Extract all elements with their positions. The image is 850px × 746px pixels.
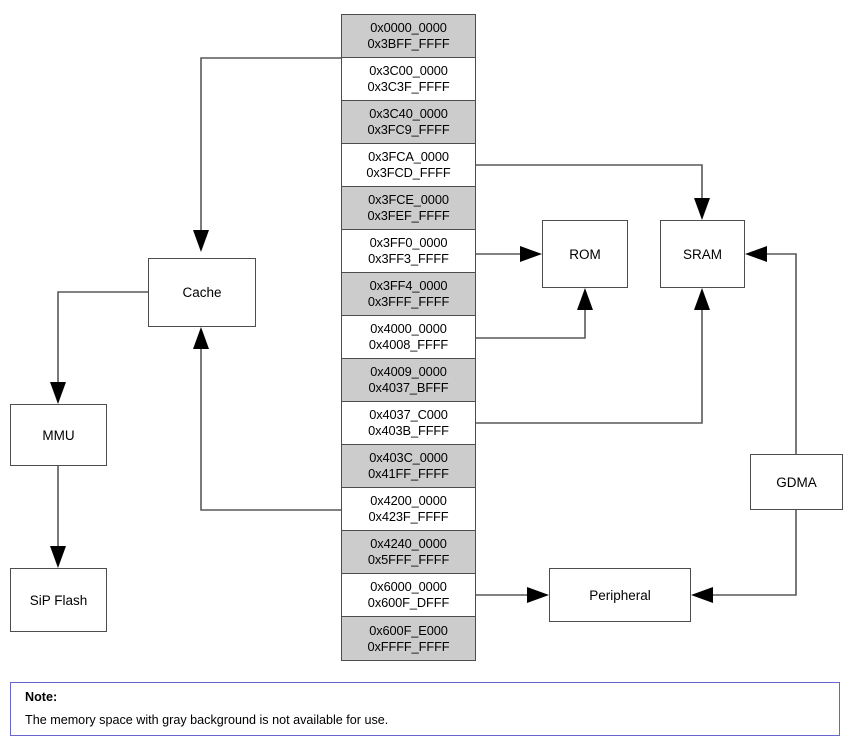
node-peripheral-label: Peripheral [589,587,651,603]
note-body: The memory space with gray background is… [25,713,389,727]
note-title: Note: [25,690,58,704]
node-sram[interactable]: SRAM [660,220,745,288]
wire-cache-to-mmu [50,291,148,404]
wire-mmu-to-sip-flash [50,466,66,568]
wire-gdma-to-peripheral [691,510,797,603]
node-sip-flash-label: SiP Flash [29,592,88,608]
memory-block-start: 0x4037_C000 [369,407,448,422]
memory-block-start: 0x3C00_0000 [369,63,448,78]
node-gdma-label: GDMA [776,474,817,490]
memory-block-start: 0x3C40_0000 [369,106,448,121]
memory-block-start: 0x4000_0000 [370,321,447,336]
wire-flash-region-to-cache [193,57,341,252]
memory-block-end: 0x3FCD_FFFF [366,165,451,180]
wire-psram-region-to-cache [193,327,341,511]
node-peripheral[interactable]: Peripheral [549,568,691,622]
memory-block-end: 0x600F_DFFF [367,595,450,610]
wire-peripheral-region-to-peripheral [476,587,549,603]
memory-block-end: 0x3FFF_FFFF [367,294,450,309]
node-cache-label: Cache [182,285,222,300]
node-mmu[interactable]: MMU [10,404,107,466]
memory-block-end: 0xFFFF_FFFF [367,638,450,654]
wire-rom-bus-region-to-rom-bottom [476,288,593,339]
memory-block-start: 0x3FCE_0000 [368,192,449,207]
memory-block-start: 0x3FF0_0000 [369,235,448,250]
memory-block-start: 0x6000_0000 [370,579,447,594]
memory-block-end: 0x3FF3_FFFF [368,251,449,266]
node-rom[interactable]: ROM [542,220,628,288]
memory-block-end: 0x3BFF_FFFF [367,36,450,51]
memory-block-end: 0x4008_FFFF [368,337,449,352]
memory-block-end: 0x3FEF_FFFF [367,208,450,223]
node-gdma[interactable]: GDMA [750,454,843,510]
node-rom-label: ROM [569,246,601,262]
node-cache[interactable]: Cache [148,258,256,327]
wire-sram-bus-region-to-sram-bottom [476,288,710,424]
node-sip-flash[interactable]: SiP Flash [10,568,107,632]
memory-block-start: 0x4240_0000 [370,536,447,551]
wire-rom-region-to-rom-left [476,246,542,262]
node-sram-label: SRAM [682,246,722,262]
memory-block-end: 0x3C3F_FFFF [367,79,450,94]
memory-block-start: 0x403C_0000 [369,450,448,465]
wire-gdma-to-sram [745,246,797,454]
memory-block-end: 0x3FC9_FFFF [367,122,450,137]
memory-block-start: 0x0000_0000 [370,20,447,35]
wire-sram-region-to-sram-top [476,164,710,220]
note-panel: Note: The memory space with gray backgro… [10,682,840,736]
memory-block-end: 0x423F_FFFF [368,509,449,524]
memory-block-end: 0x5FFF_FFFF [367,552,450,567]
memory-block-start: 0x4200_0000 [370,493,447,508]
memory-block-start: 0x4009_0000 [370,364,447,379]
memory-block-end: 0x4037_BFFF [368,380,449,395]
memory-block-start: 0x3FCA_0000 [368,149,449,164]
memory-block-start: 0x3FF4_0000 [369,278,448,293]
node-mmu-label: MMU [42,427,75,443]
memory-block-end: 0x41FF_FFFF [368,466,449,481]
memory-block-end: 0x403B_FFFF [368,423,449,438]
memory-block-start: 0x600F_E000 [369,622,448,638]
